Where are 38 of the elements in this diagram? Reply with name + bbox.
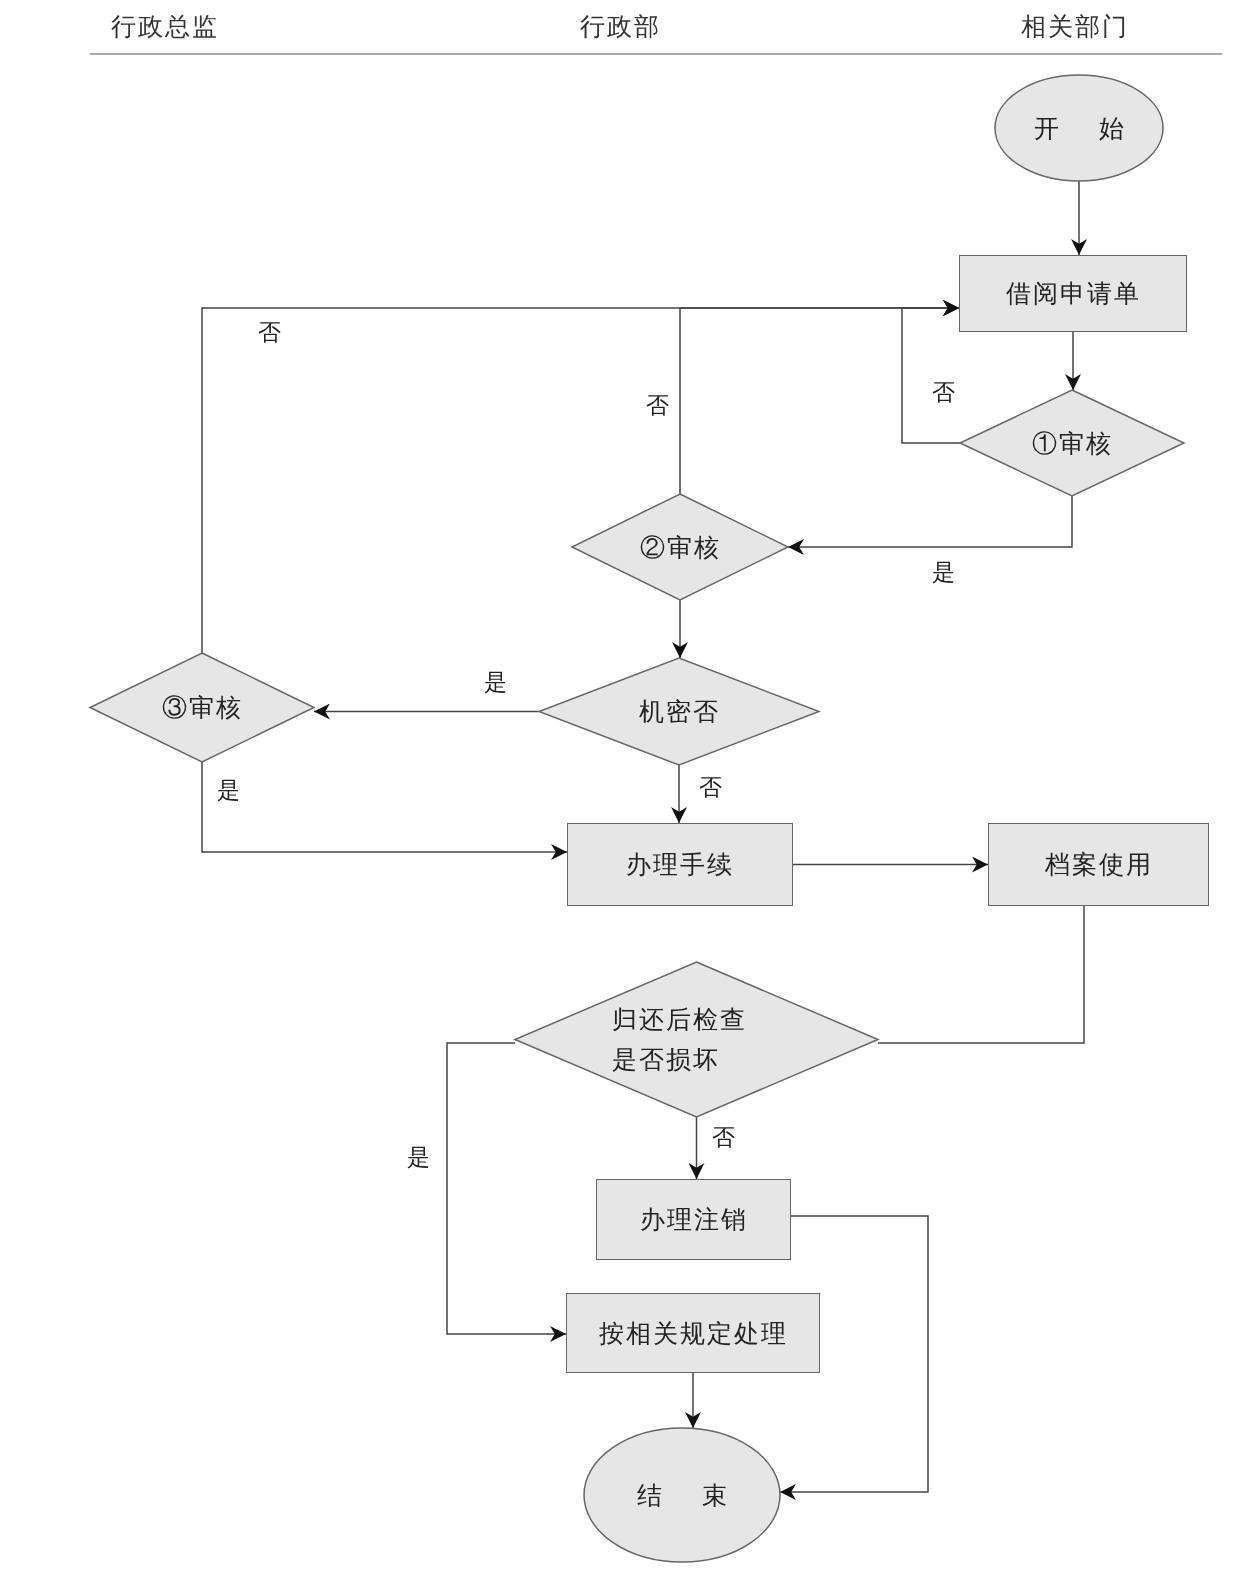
- terminal-ellipse: 开始: [995, 75, 1163, 181]
- arrow: [1071, 180, 1087, 256]
- edge-label: 是: [405, 1145, 432, 1171]
- arrow: [446, 1042, 567, 1342]
- process-box: 档案使用: [988, 823, 1209, 906]
- arrow: [313, 703, 540, 720]
- arrow: [201, 761, 568, 860]
- decision-diamond: ①审核: [960, 390, 1184, 496]
- lane-header: 行政总监: [111, 11, 219, 43]
- decision-diamond: 归还后检查是否损坏: [515, 962, 878, 1117]
- edge-label: 否: [697, 775, 724, 801]
- terminal-ellipse: 结束: [584, 1428, 780, 1562]
- process-box: 借阅申请单: [959, 255, 1187, 332]
- edge-label: 是: [930, 560, 957, 586]
- decision-diamond: ②审核: [572, 494, 788, 600]
- edge-label: 是: [215, 778, 242, 804]
- process-box: 办理手续: [567, 823, 793, 906]
- arrow: [672, 599, 688, 659]
- arrow: [792, 856, 989, 873]
- lane-header: 行政部: [579, 11, 661, 43]
- arrow: [779, 1215, 929, 1500]
- decision-diamond: 机密否: [539, 658, 819, 765]
- connector-line: [877, 905, 1085, 1044]
- arrow: [1065, 331, 1081, 391]
- edge-label: 否: [644, 393, 671, 419]
- arrow: [671, 764, 687, 824]
- arrow: [787, 495, 1073, 555]
- edge-label: 否: [930, 380, 957, 406]
- arrow: [201, 300, 960, 654]
- process-box: 按相关规定处理: [566, 1293, 820, 1373]
- edge-label: 否: [710, 1125, 737, 1151]
- arrow: [685, 1372, 701, 1429]
- lane-header: 相关部门: [1021, 11, 1129, 43]
- edge-label: 是: [482, 670, 509, 696]
- decision-diamond: ③审核: [90, 653, 314, 762]
- edge-label: 否: [256, 320, 283, 346]
- arrow: [688, 1116, 705, 1180]
- process-box: 办理注销: [596, 1179, 791, 1260]
